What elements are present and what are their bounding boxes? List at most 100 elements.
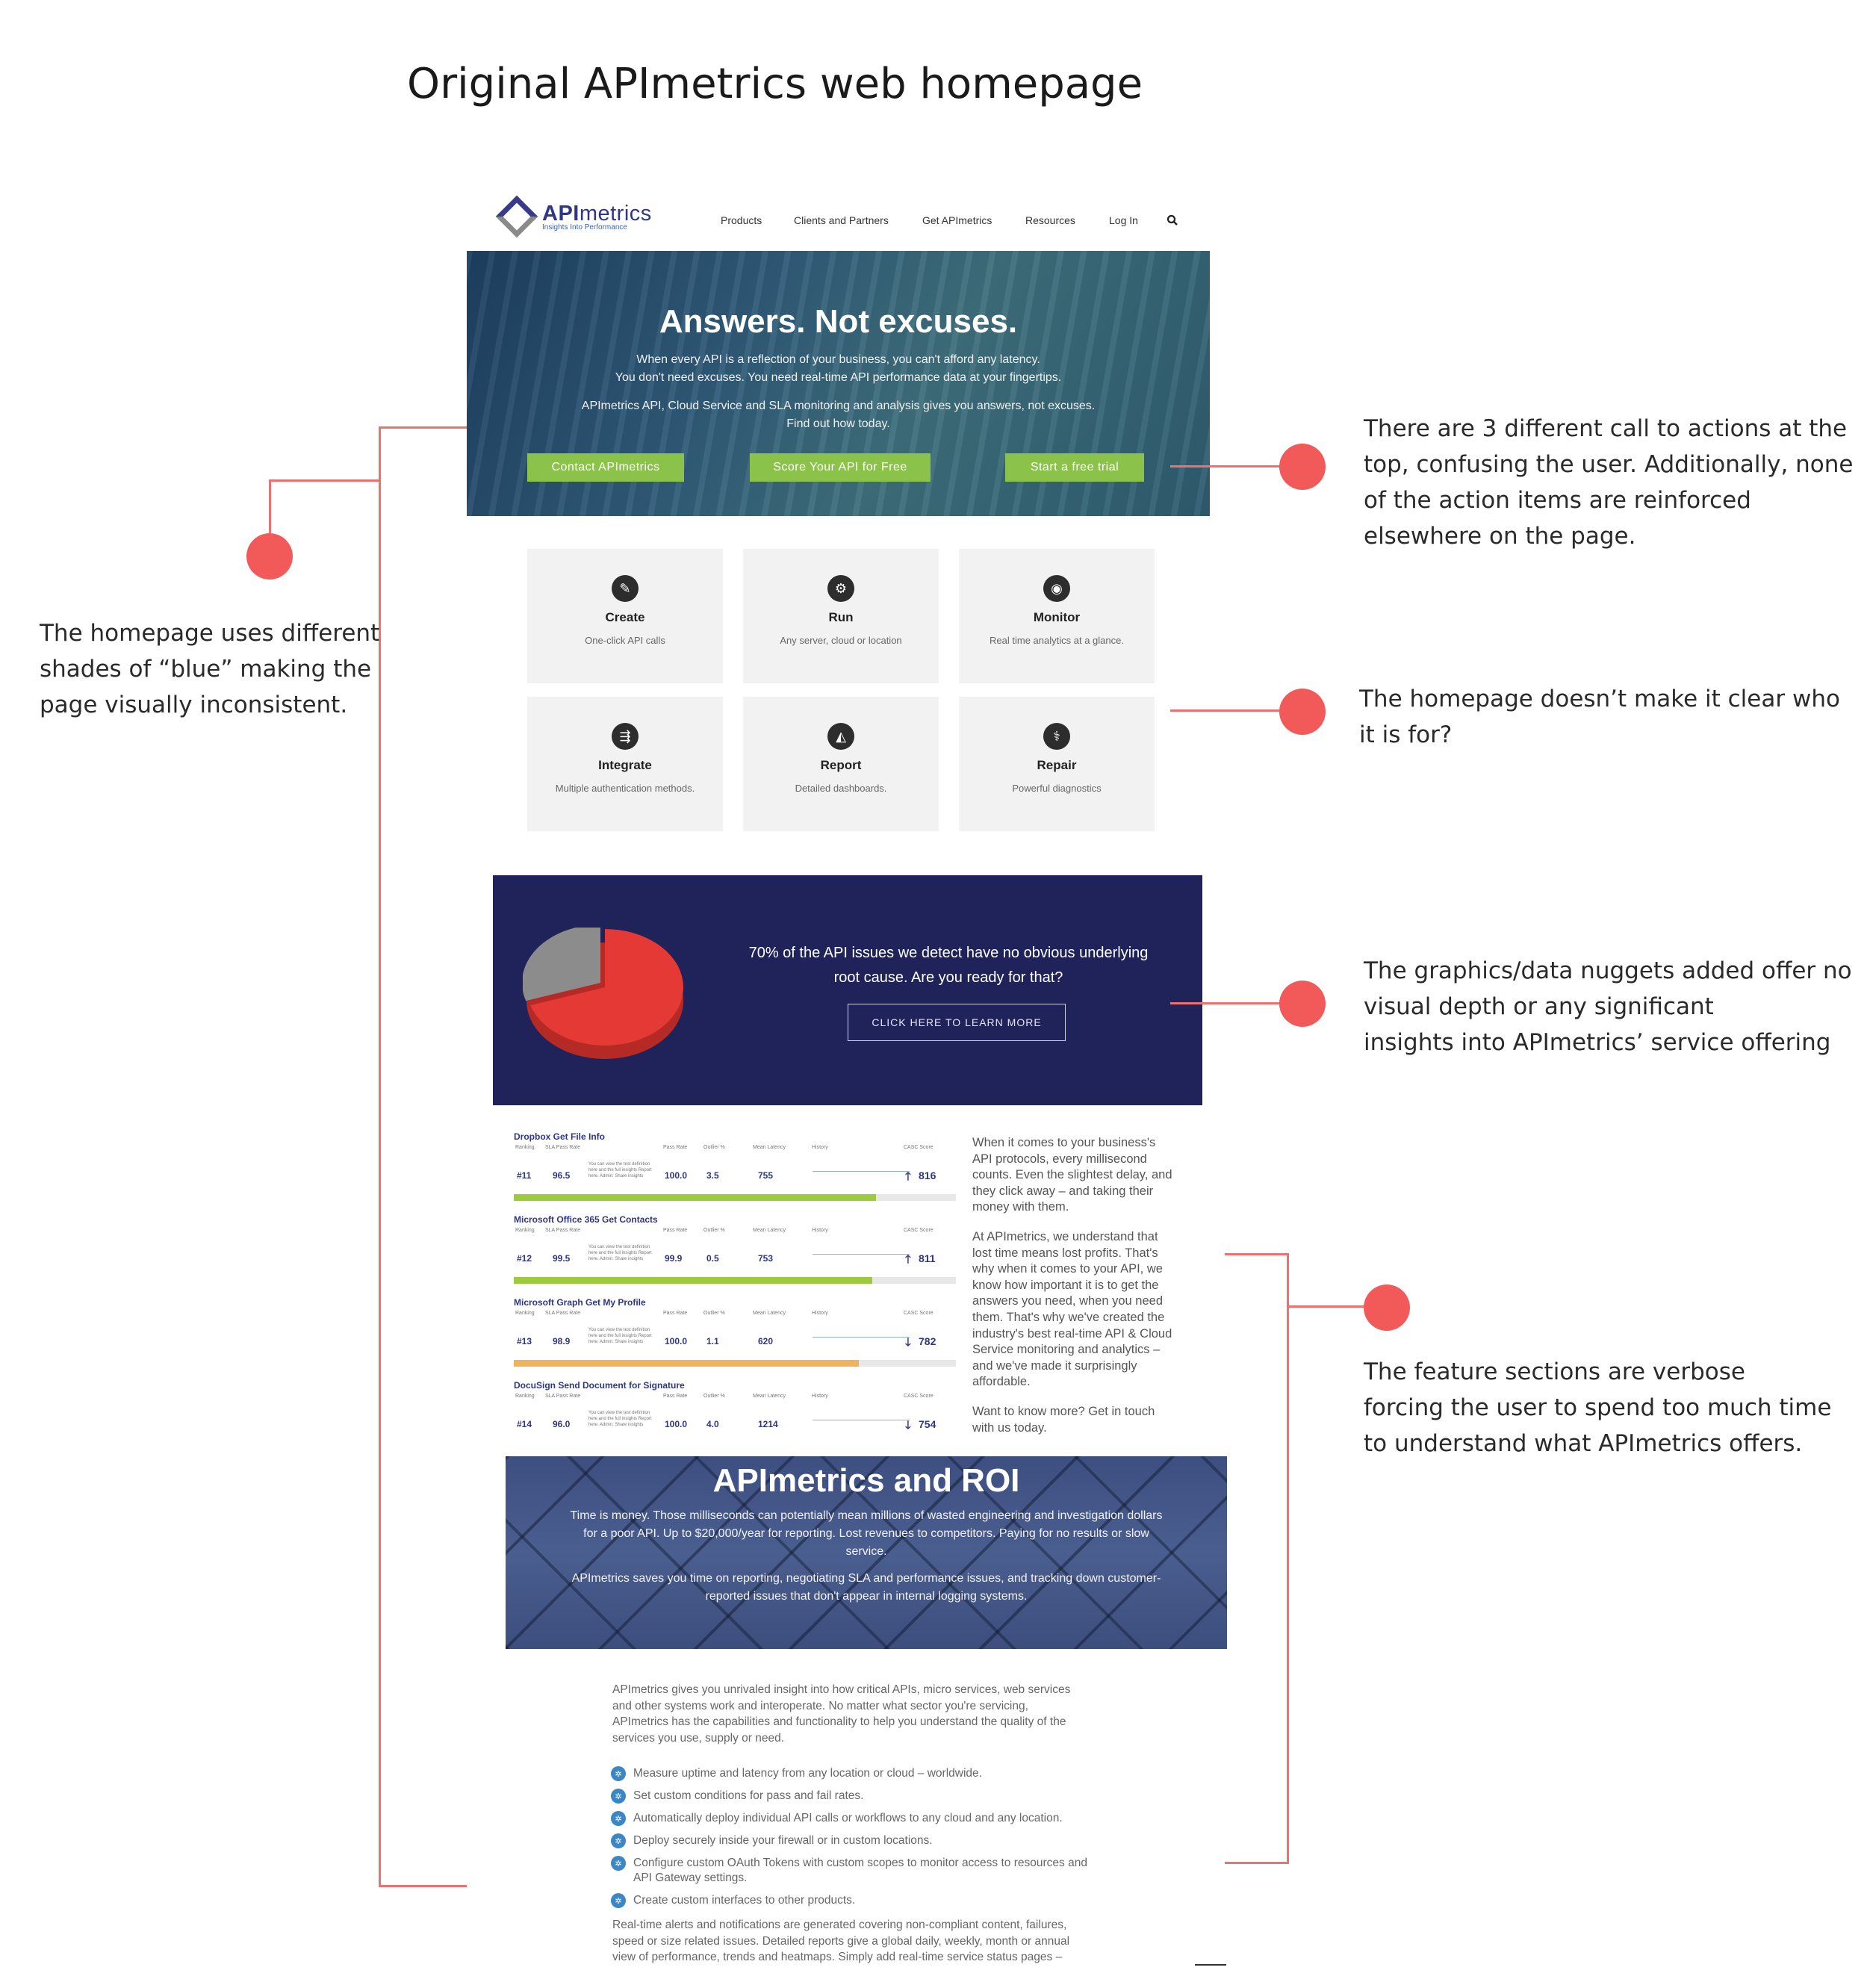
page-title: Original APImetrics web homepage: [407, 60, 1143, 108]
site-logo[interactable]: APImetrics Insights Into Performance: [495, 195, 652, 238]
nav-get-apimetrics[interactable]: Get APImetrics: [922, 214, 992, 226]
feature-title: Run: [828, 610, 854, 624]
usb-icon: ⇶: [612, 723, 639, 750]
ranking-position: #11: [517, 1170, 532, 1181]
outlier-rate: 3.5: [706, 1170, 719, 1181]
star-bullet-icon: ✲: [611, 1766, 626, 1781]
connector-line: [1170, 465, 1282, 468]
outlier-rate: 4.0: [706, 1419, 719, 1429]
annotation-line: of the action items are reinforced: [1364, 487, 1751, 514]
feature-subtitle: Multiple authentication methods.: [555, 783, 695, 794]
annotation-line: The graphics/data nuggets added offer no: [1364, 957, 1852, 984]
ranking-header: Pass Rate: [663, 1311, 688, 1316]
mean-latency: 620: [758, 1336, 774, 1346]
bullet-text: Create custom interfaces to other produc…: [633, 1894, 856, 1907]
ranking-header: SLA Pass Rate: [545, 1145, 581, 1150]
contact-apimetrics-button[interactable]: Contact APImetrics: [527, 453, 684, 482]
nav-resources[interactable]: Resources: [1025, 214, 1075, 226]
feature-subtitle: Powerful diagnostics: [1012, 783, 1102, 794]
history-sparkline: [813, 1247, 910, 1255]
stat-text: 70% of the API issues we detect have no …: [748, 945, 1149, 986]
pie-slice-red: [530, 929, 683, 1046]
annotation-line: The homepage doesn’t make it clear who: [1359, 686, 1840, 712]
annotation-line: There are 3 different call to actions at…: [1364, 415, 1848, 442]
feature-subtitle: Real time analytics at a glance.: [990, 635, 1124, 646]
annotation-line: shades of “blue” making the: [40, 656, 372, 683]
ranking-header: Outlier %: [703, 1311, 725, 1316]
hero-line-2: You don't need excuses. You need real-ti…: [615, 371, 1062, 384]
nav-clients-partners[interactable]: Clients and Partners: [794, 214, 889, 226]
profit-copy: At APImetrics, we understand that lost ti…: [972, 1229, 1172, 1391]
roi-line: service.: [845, 1545, 887, 1558]
annotation-line: forcing the user to spend too much time: [1364, 1394, 1832, 1421]
annotation-line: The homepage uses different: [40, 620, 380, 647]
feature-tile-monitor[interactable]: ◉ Monitor Real time analytics at a glanc…: [959, 549, 1155, 683]
annotation-line: visual depth or any significant: [1364, 993, 1714, 1020]
hero-line-3: APImetrics API, Cloud Service and SLA mo…: [581, 400, 1096, 412]
ranking-header: Ranking: [515, 1394, 535, 1399]
feature-title: Create: [605, 610, 645, 624]
feature-tile-integrate[interactable]: ⇶ Integrate Multiple authentication meth…: [527, 697, 723, 831]
copy-line: why when it comes to your API, we: [972, 1262, 1163, 1276]
ranking-header: History: [812, 1228, 828, 1233]
sla-pass-rate: 96.5: [553, 1170, 571, 1181]
connector-line: [1287, 1253, 1289, 1864]
hero-line-4: Find out how today.: [786, 417, 890, 430]
copy-line: Service monitoring and analytics –: [972, 1343, 1161, 1357]
score-your-api-button[interactable]: Score Your API for Free: [750, 453, 931, 482]
insight-paragraph: APImetrics gives you unrivaled insight i…: [612, 1682, 1070, 1746]
feature-tile-run[interactable]: ⚙ Run Any server, cloud or location: [743, 549, 939, 683]
ranking-header: History: [812, 1394, 828, 1399]
star-bullet-icon: ✲: [611, 1893, 626, 1908]
copy-line: lost time means lost profits. That's: [972, 1246, 1158, 1260]
nav-log-in[interactable]: Log In: [1109, 214, 1138, 226]
ranking-header: SLA Pass Rate: [545, 1394, 581, 1399]
feature-subtitle: Any server, cloud or location: [780, 635, 902, 646]
roi-line: Time is money. Those milliseconds can po…: [570, 1509, 1163, 1522]
mean-latency: 1214: [758, 1419, 778, 1429]
score-bar: [514, 1277, 872, 1284]
bullet-text: Measure uptime and latency from any loca…: [633, 1767, 982, 1780]
feature-title: Repair: [1037, 758, 1077, 772]
gears-icon: ⚙: [827, 575, 854, 602]
bullet-text: Set custom conditions for pass and fail …: [633, 1789, 864, 1802]
learn-more-button[interactable]: CLICK HERE TO LEARN MORE: [848, 1004, 1066, 1041]
connector-line: [379, 426, 381, 1887]
pie-chart: [523, 928, 683, 1059]
ranking-header: Mean Latency: [753, 1145, 786, 1150]
connector-line: [379, 1885, 467, 1887]
arrow-up-icon: 🡑: [905, 1253, 911, 1266]
copy-line: APImetrics has the capabilities and func…: [612, 1715, 1066, 1729]
ranking-header: Ranking: [515, 1228, 535, 1233]
star-bullet-icon: ✲: [611, 1833, 626, 1848]
ranking-note: You can view the test definition here an…: [588, 1411, 652, 1427]
ranking-header: History: [812, 1145, 828, 1150]
annotation-line: page visually inconsistent.: [40, 692, 348, 718]
connector-line: [1170, 709, 1282, 712]
feature-title: Report: [820, 758, 862, 772]
stat-banner: 70% of the API issues we detect have no …: [493, 875, 1202, 1105]
feature-tile-report[interactable]: ◭ Report Detailed dashboards.: [743, 697, 939, 831]
nav-products[interactable]: Products: [721, 214, 762, 226]
outlier-rate: 1.1: [706, 1336, 719, 1346]
ranking-header: SLA Pass Rate: [545, 1311, 581, 1316]
start-free-trial-button[interactable]: Start a free trial: [1005, 453, 1144, 482]
feature-tile-repair[interactable]: ⚕ Repair Powerful diagnostics: [959, 697, 1155, 831]
copy-line: At APImetrics, we understand that: [972, 1230, 1158, 1243]
roi-line: APImetrics saves you time on reporting, …: [571, 1572, 1161, 1585]
divider: [1195, 1964, 1226, 1966]
feature-tile-create[interactable]: ✎ Create One-click API calls: [527, 549, 723, 683]
mean-latency: 755: [758, 1170, 774, 1181]
sla-pass-rate: 98.9: [553, 1336, 571, 1346]
search-icon[interactable]: [1167, 214, 1178, 226]
ranking-title: Dropbox Get File Info: [514, 1131, 605, 1142]
pass-rate: 100.0: [665, 1419, 688, 1429]
ranking-header: CASC Score: [904, 1145, 934, 1150]
copy-line: API protocols, every millisecond: [972, 1152, 1147, 1166]
